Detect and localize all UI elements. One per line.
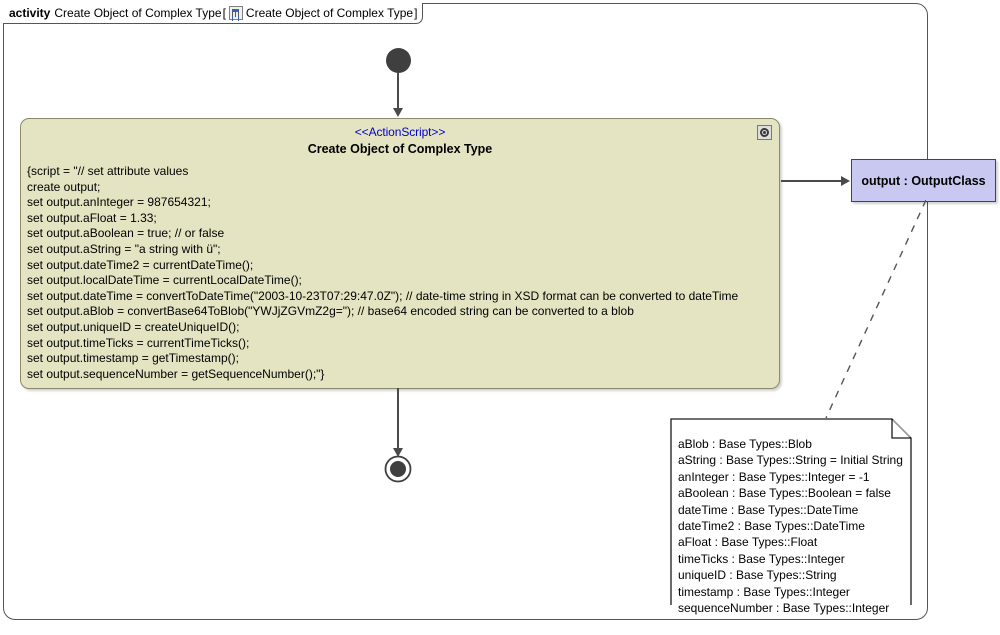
activity-diagram-icon [228, 6, 243, 20]
gear-icon[interactable] [757, 125, 772, 140]
action-name: Create Object of Complex Type [307, 142, 493, 156]
bracket-close: ] [414, 6, 418, 20]
control-flow-arrowhead [393, 108, 403, 117]
note-attribute-list: aBlob : Base Types::Blob aString : Base … [678, 437, 903, 616]
control-flow-initial-to-action[interactable] [397, 72, 399, 110]
frame-keyword: activity [9, 6, 51, 20]
frame-tab-name: Create Object of Complex Type [245, 6, 414, 20]
frame-name: Create Object of Complex Type [54, 6, 222, 20]
output-object-label: output : OutputClass [861, 173, 986, 188]
object-flow-arrowhead [841, 176, 850, 186]
activity-frame [3, 3, 928, 620]
action-node[interactable]: <<ActionScript>> Create Object of Comple… [20, 118, 780, 389]
note[interactable]: aBlob : Base Types::Blob aString : Base … [670, 418, 912, 615]
control-flow-final-arrowhead [393, 448, 403, 457]
action-script-body: {script = "// set attribute values creat… [27, 164, 739, 381]
output-object-node[interactable]: output : OutputClass [851, 159, 996, 202]
activity-final-node[interactable] [383, 454, 413, 484]
bracket-open: [ [222, 6, 226, 20]
control-flow-action-to-final[interactable] [397, 388, 399, 450]
note-shape [670, 418, 912, 605]
initial-node[interactable] [386, 48, 411, 73]
frame-title-tab[interactable]: activity Create Object of Complex Type [… [3, 3, 424, 24]
object-flow-action-to-output[interactable] [781, 180, 845, 182]
action-stereotype: <<ActionScript>> [354, 125, 446, 139]
